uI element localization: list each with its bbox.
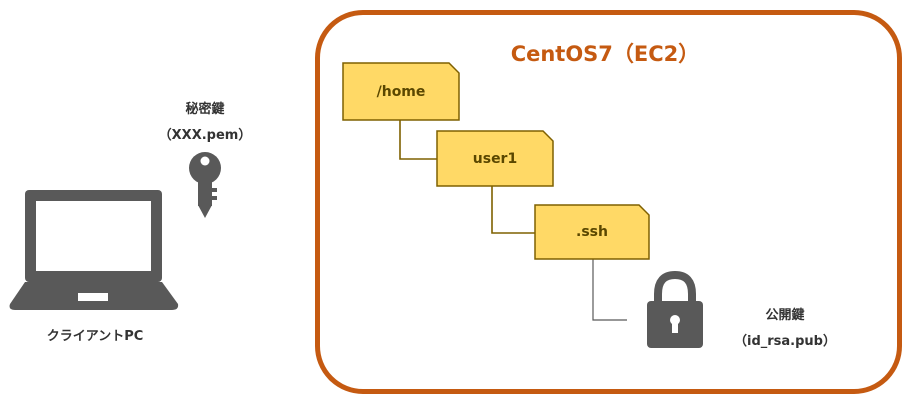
folder-home[interactable] bbox=[342, 62, 460, 121]
private-key-file: （XXX.pem） bbox=[158, 128, 252, 143]
folder-label-home: /home bbox=[376, 84, 426, 100]
folder-user1[interactable] bbox=[436, 130, 554, 187]
key-icon bbox=[189, 152, 221, 218]
private-key-name: 秘密鍵 bbox=[185, 102, 225, 117]
laptop-icon bbox=[9, 190, 179, 310]
server-title: CentOS7（EC2） bbox=[510, 42, 700, 66]
lock-icon bbox=[647, 270, 703, 348]
connector-ssh-publickey bbox=[592, 259, 627, 321]
connector-home-user1 bbox=[399, 120, 437, 160]
public-key-file: （id_rsa.pub） bbox=[734, 334, 836, 349]
folder-label-ssh: .ssh bbox=[576, 224, 608, 240]
folder-ssh[interactable] bbox=[534, 204, 650, 260]
connector-user1-ssh bbox=[491, 185, 535, 234]
public-key-name: 公開鍵 bbox=[765, 308, 805, 323]
folder-label-user1: user1 bbox=[472, 151, 518, 167]
client-label: クライアントPC bbox=[46, 329, 144, 344]
